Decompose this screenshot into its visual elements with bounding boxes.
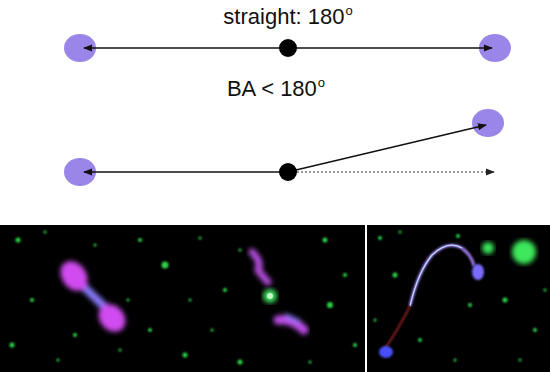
star-dot (189, 299, 192, 302)
star-dot (519, 359, 522, 362)
sky-images (0, 225, 550, 372)
radio-lobe (472, 109, 504, 137)
path-shape (82, 285, 106, 308)
jet-arrow (84, 171, 280, 172)
bright-star (512, 240, 536, 264)
star-dot (16, 238, 21, 243)
path-shape (252, 252, 268, 282)
star-dot (378, 236, 382, 240)
star-dot (323, 238, 328, 243)
host-galaxy (263, 289, 277, 303)
image-panel (0, 225, 365, 372)
path-shape (410, 245, 474, 306)
host-nucleus (279, 39, 297, 57)
path-shape (285, 315, 300, 322)
degree-mark: o (318, 75, 325, 90)
star-dot (454, 359, 457, 362)
ellipse-shape (55, 256, 93, 296)
jet-arrow (296, 47, 492, 48)
star-dot (327, 302, 333, 308)
star-dot (238, 360, 243, 365)
star-dot (73, 333, 77, 337)
image-panel (367, 225, 550, 372)
host-nucleus (279, 163, 297, 181)
star-dot (94, 244, 97, 247)
bright-star (482, 242, 494, 254)
panel-divider (365, 225, 367, 372)
star-dot (44, 231, 47, 234)
star-dot (239, 249, 242, 252)
star-dot (148, 328, 152, 332)
host-galaxy-core (267, 293, 273, 299)
star-dot (399, 231, 402, 234)
star-dot (211, 329, 214, 332)
path-shape (410, 245, 462, 306)
schematic-label: straight: 180o (223, 4, 352, 30)
star-dot (309, 361, 312, 364)
star-field (10, 231, 547, 365)
radio-source (379, 245, 484, 358)
label-text: straight: 180 (223, 4, 344, 29)
star-dot (199, 237, 202, 240)
ellipse-shape (93, 299, 131, 337)
star-dot (374, 319, 377, 322)
star-dot (418, 338, 422, 342)
jet-arrow (296, 125, 486, 170)
bent-schematic (64, 109, 504, 186)
reference-line (297, 172, 494, 173)
radio-source (55, 256, 131, 337)
star-dot (57, 359, 60, 362)
star-dot (503, 298, 508, 303)
star-dot (127, 299, 130, 302)
star-dot (456, 234, 460, 238)
star-dot (393, 273, 398, 278)
label-text: BA < 180 (227, 76, 317, 101)
star-dot (138, 238, 142, 242)
star-dot (544, 289, 547, 292)
ellipse-shape (379, 346, 393, 358)
star-dot (343, 273, 347, 277)
star-dot (533, 328, 537, 332)
radio-source (252, 252, 304, 330)
star-dot (468, 303, 472, 307)
straight-schematic (64, 34, 511, 62)
star-dot (119, 349, 122, 352)
star-dot (10, 343, 15, 348)
jet-arrow (84, 47, 280, 48)
star-dot (162, 262, 169, 269)
star-dot (183, 353, 188, 358)
star-dot (353, 343, 357, 347)
ellipse-shape (472, 264, 484, 280)
degree-mark: o (345, 3, 352, 18)
schematic-label: BA < 180o (227, 76, 325, 102)
star-dot (30, 298, 34, 302)
star-dot (223, 288, 227, 292)
path-shape (384, 306, 410, 350)
